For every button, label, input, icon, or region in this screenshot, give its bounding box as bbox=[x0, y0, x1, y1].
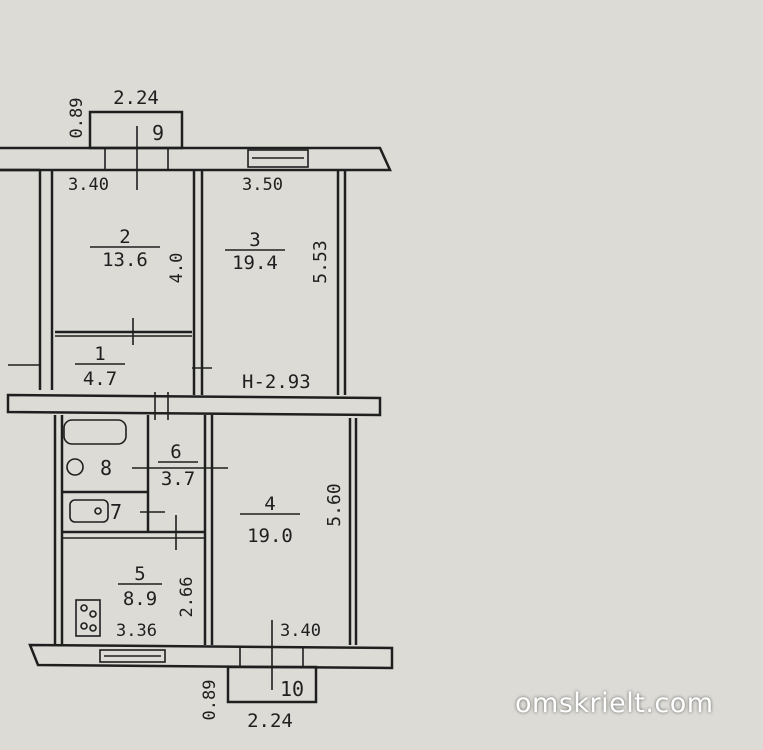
stove-burner-4 bbox=[89, 624, 97, 632]
kitchen-depth-dim: 2.66 bbox=[177, 577, 197, 618]
room-8-number: 8 bbox=[100, 456, 112, 480]
bottom-exterior-wall bbox=[28, 643, 394, 670]
room-1-number: 1 bbox=[94, 343, 105, 365]
balcony-10-width: 2.24 bbox=[247, 710, 293, 732]
toilet bbox=[69, 499, 109, 523]
room-6-area: 3.7 bbox=[161, 468, 195, 490]
balcony-10-outline bbox=[226, 665, 318, 704]
stove-burner-3 bbox=[80, 622, 88, 630]
room-4-width-dim: 3.40 bbox=[280, 621, 321, 641]
room-3-depth-dim: 5.53 bbox=[310, 240, 331, 283]
room-4-area: 19.0 bbox=[247, 525, 293, 547]
toilet-detail bbox=[94, 507, 102, 515]
watermark: omskrielt.com bbox=[515, 688, 714, 719]
balcony-9-number: 9 bbox=[152, 121, 164, 145]
stove-burner-2 bbox=[89, 610, 97, 618]
room-5-number: 5 bbox=[134, 563, 145, 585]
sink bbox=[66, 458, 84, 476]
room-6-number: 6 bbox=[170, 441, 181, 463]
room-3-area: 19.4 bbox=[232, 252, 278, 274]
room-3-number: 3 bbox=[249, 229, 260, 251]
balcony-10-depth: 0.89 bbox=[200, 680, 220, 721]
middle-wall bbox=[6, 393, 382, 417]
stove bbox=[75, 599, 101, 637]
room-2-number: 2 bbox=[119, 226, 130, 248]
stove-burner-1 bbox=[80, 604, 88, 612]
kitchen-width-dim: 3.36 bbox=[116, 621, 157, 641]
balcony-9-depth: 0.89 bbox=[67, 98, 87, 139]
room-2-depth-dim: 4.0 bbox=[167, 253, 187, 284]
top-exterior-wall bbox=[0, 146, 392, 172]
room-4-depth-dim: 5.60 bbox=[324, 483, 345, 526]
room-1-area: 4.7 bbox=[83, 368, 117, 390]
bathtub bbox=[63, 419, 127, 445]
room-2-width-dim: 3.40 bbox=[68, 175, 109, 195]
ceiling-height: H-2.93 bbox=[242, 371, 311, 393]
room-7-number: 7 bbox=[110, 500, 122, 524]
room-3-width-dim: 3.50 bbox=[242, 175, 283, 195]
balcony-10-number: 10 bbox=[280, 677, 304, 701]
balcony-9-width: 2.24 bbox=[113, 87, 159, 109]
balcony-9-outline bbox=[88, 110, 184, 150]
room-4-number: 4 bbox=[264, 493, 275, 515]
room-5-area: 8.9 bbox=[123, 588, 157, 610]
room-2-area: 13.6 bbox=[102, 249, 148, 271]
